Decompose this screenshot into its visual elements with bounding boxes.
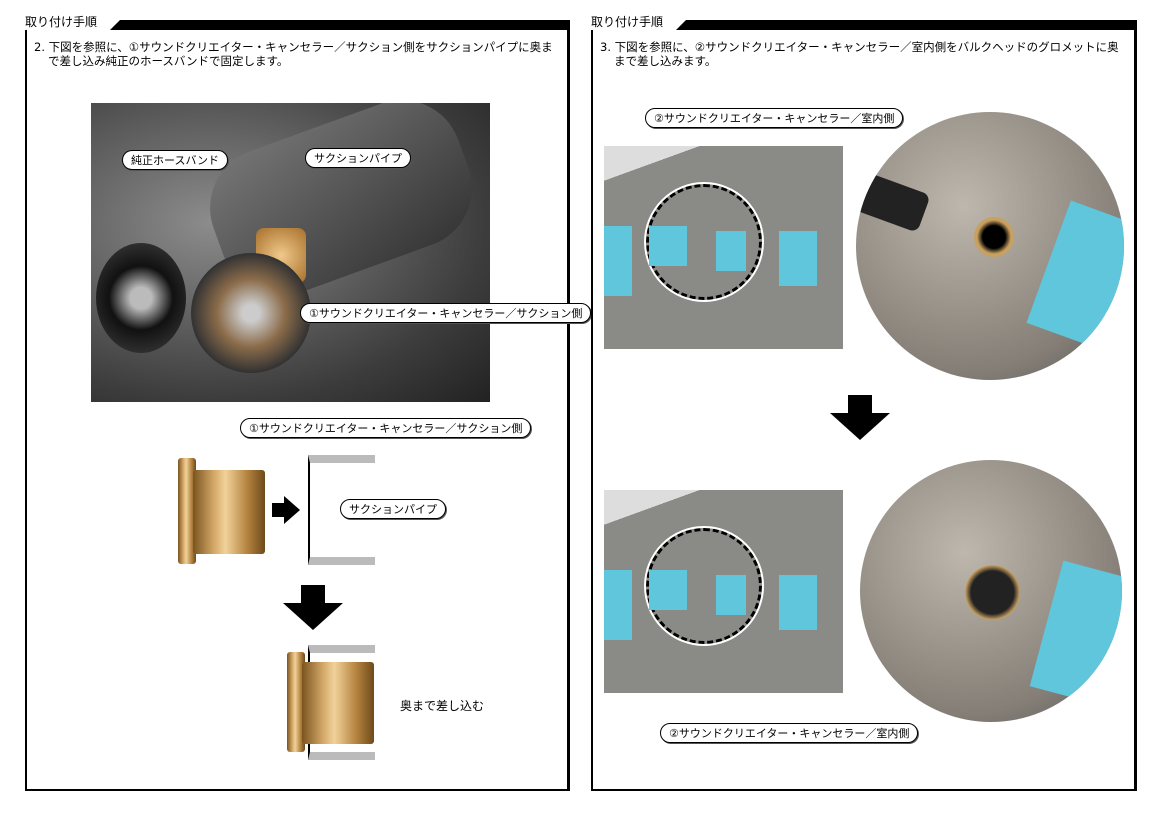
hose-band-label: 純正ホースバンド: [122, 150, 228, 170]
arrow-right-icon: [272, 503, 284, 517]
section-box: [591, 30, 1137, 791]
header-bar: [110, 20, 570, 30]
instruction-text: 2. 下図を参照に、①サウンドクリエイター・キャンセラー／サクション側をサクショ…: [34, 40, 553, 68]
pedal-photo-after: [604, 490, 843, 693]
engine-photo: [91, 103, 490, 402]
grommet-closeup-before: [856, 112, 1124, 380]
grommet-closeup-after: [860, 460, 1122, 722]
pedal-photo-before: [604, 146, 843, 349]
part-label: ①サウンドクリエイター・キャンセラー／サクション側: [300, 303, 592, 323]
suction-pipe-diagram: [308, 455, 375, 565]
instruction-text: 3. 下図を参照に、②サウンドクリエイター・キャンセラー／室内側をバルクヘッドの…: [600, 40, 1119, 68]
arrow-down-icon: [830, 395, 890, 440]
part-label-top: ②サウンドクリエイター・キャンセラー／室内側: [645, 108, 904, 128]
fitting-flange: [178, 458, 196, 564]
assembled-flange: [287, 652, 305, 752]
header-bar: [676, 20, 1137, 30]
arrow-right-head: [284, 496, 300, 524]
diagram-suction-pipe-label: サクションパイプ: [340, 499, 446, 519]
part-label-bottom: ②サウンドクリエイター・キャンセラー／室内側: [660, 723, 919, 743]
suction-pipe-label: サクションパイプ: [305, 148, 411, 168]
arrow-down-icon: [283, 585, 343, 630]
section-header: 取り付け手順: [591, 15, 664, 29]
section-box: [25, 30, 570, 791]
diagram-part-label: ①サウンドクリエイター・キャンセラー／サクション側: [240, 418, 532, 438]
section-header: 取り付け手順: [25, 15, 98, 29]
fitting-body: [193, 470, 265, 554]
assembled-body: [302, 662, 374, 744]
insert-label: 奥まで差し込む: [400, 699, 485, 713]
